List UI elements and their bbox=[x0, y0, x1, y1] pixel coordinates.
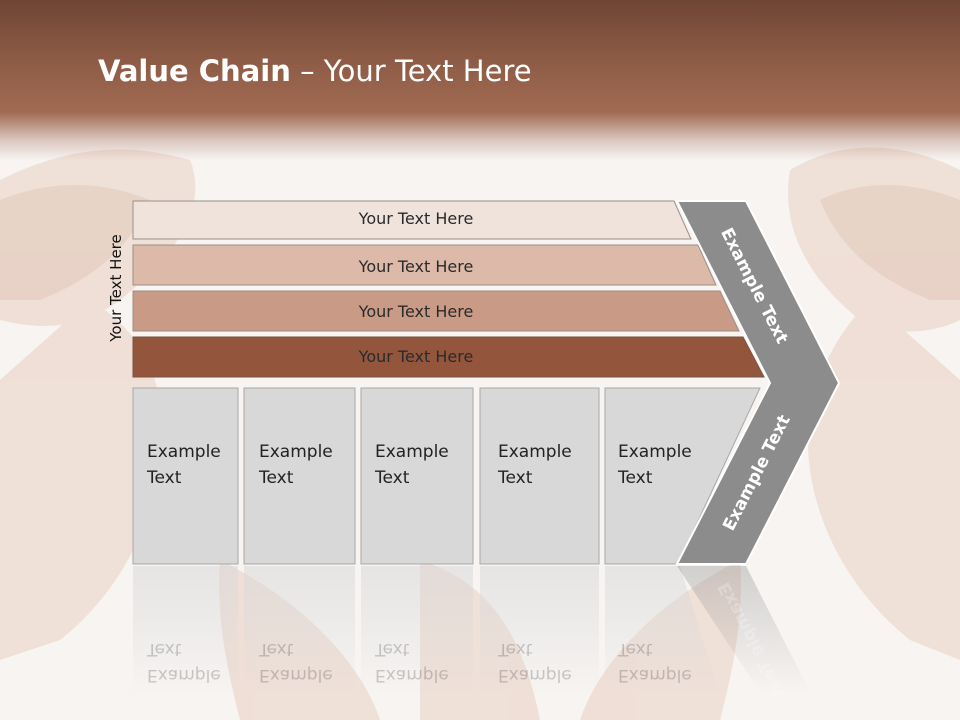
column-5-label: Example Text bbox=[618, 442, 692, 488]
chevron-arrow[interactable] bbox=[675, 200, 841, 565]
column-2-label-reflection: Example Text bbox=[259, 639, 333, 685]
bar-3[interactable] bbox=[132, 290, 740, 332]
column-1-label: Example Text bbox=[147, 442, 221, 488]
column-3-label: Example Text bbox=[375, 442, 449, 488]
title-rest: – Your Text Here bbox=[290, 54, 532, 88]
column-2-label: Example Text bbox=[259, 442, 333, 488]
bar-1[interactable] bbox=[132, 200, 692, 240]
column-2-reflection bbox=[244, 566, 355, 696]
header-band bbox=[0, 0, 960, 160]
bar-1-label: Your Text Here bbox=[358, 209, 474, 228]
chevron-arrow-reflection bbox=[677, 566, 810, 692]
bar-4[interactable] bbox=[132, 336, 765, 378]
column-4-label-reflection: Example Text bbox=[498, 639, 572, 685]
bar-2[interactable] bbox=[132, 244, 717, 286]
bar-2-label: Your Text Here bbox=[358, 257, 474, 276]
column-5-label-reflection: Example Text bbox=[618, 639, 692, 685]
bar-3-label: Your Text Here bbox=[358, 302, 474, 321]
column-2[interactable] bbox=[243, 387, 356, 565]
column-4[interactable] bbox=[479, 387, 600, 565]
column-1-reflection bbox=[133, 566, 238, 696]
column-3[interactable] bbox=[360, 387, 474, 565]
column-1-label-reflection: Example Text bbox=[147, 639, 221, 685]
slide-title: Value Chain – Your Text Here bbox=[98, 54, 532, 88]
column-3-label-reflection: Example Text bbox=[375, 639, 449, 685]
title-bold: Value Chain bbox=[98, 54, 291, 88]
column-3-reflection bbox=[361, 566, 473, 696]
column-5-reflection bbox=[605, 566, 720, 696]
column-1[interactable] bbox=[132, 387, 239, 565]
column-4-label: Example Text bbox=[498, 442, 572, 488]
column-4-reflection bbox=[480, 566, 599, 696]
bar-4-label: Your Text Here bbox=[358, 347, 474, 366]
